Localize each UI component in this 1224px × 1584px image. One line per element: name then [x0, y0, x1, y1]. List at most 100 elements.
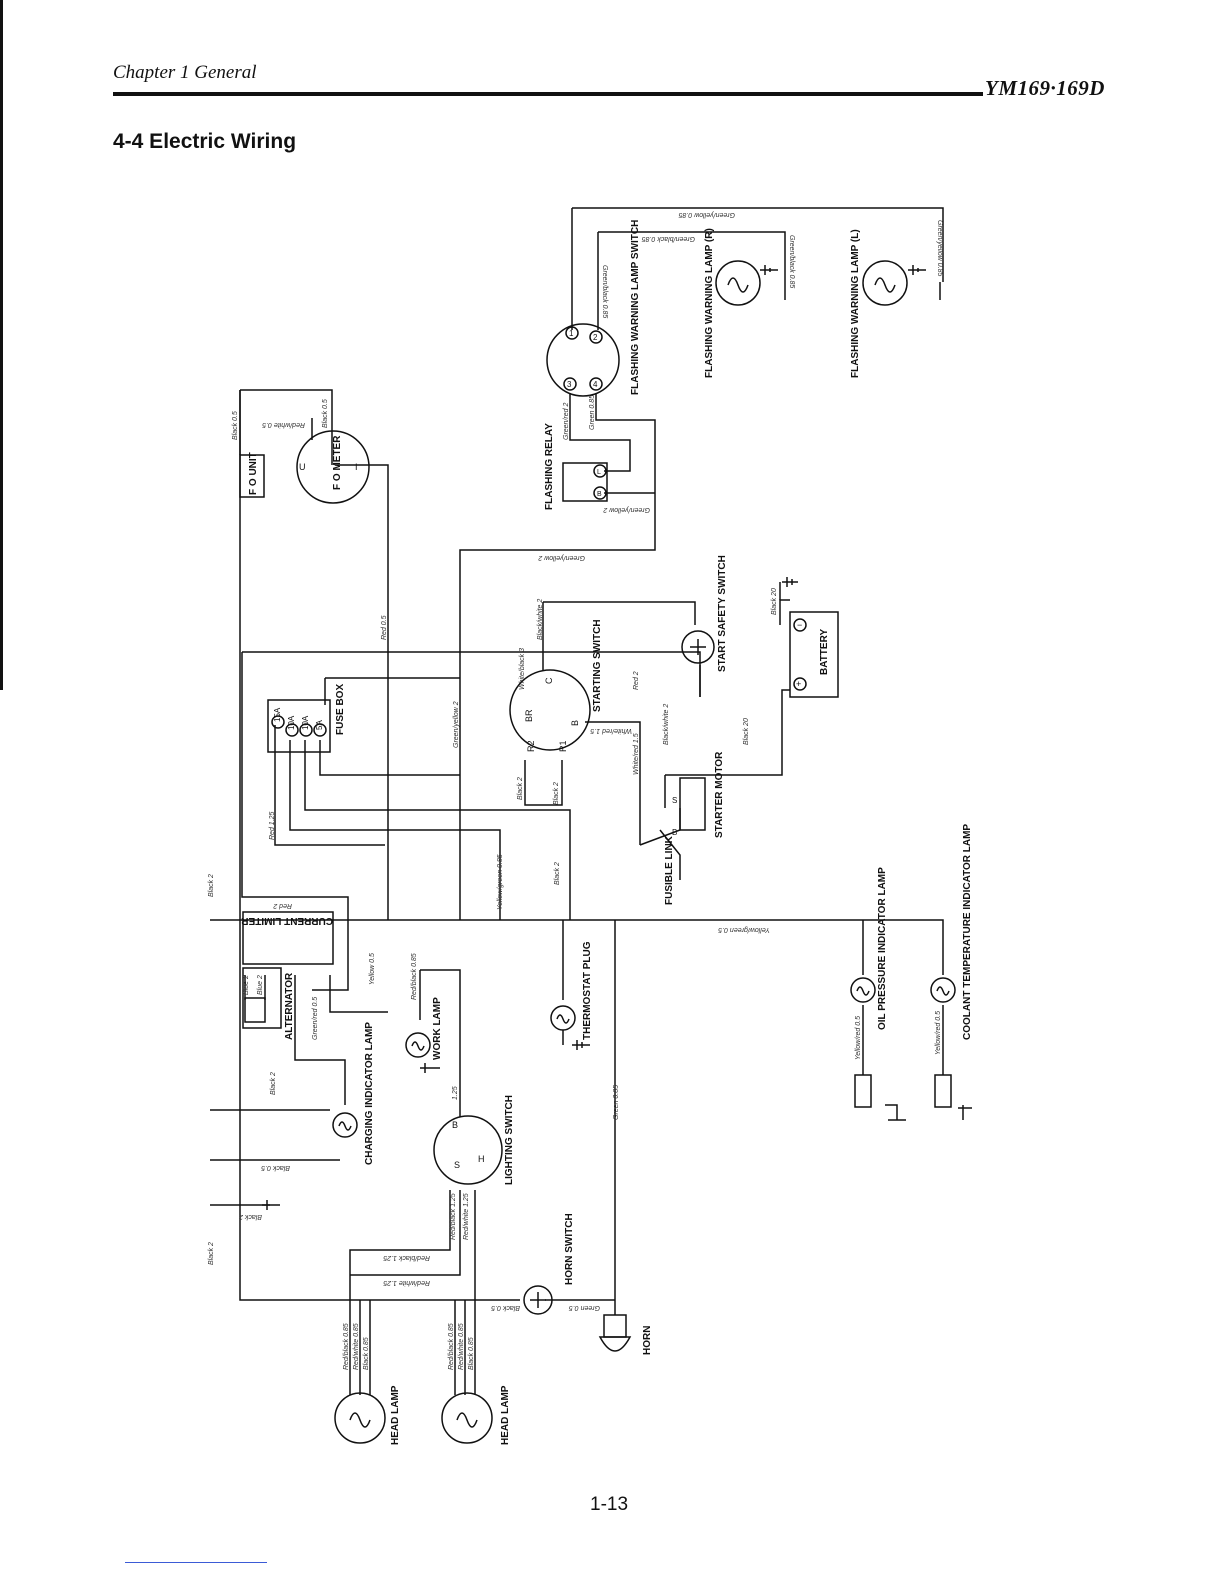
flash-lamp-r-label: FLASHING WARNING LAMP (R) [704, 228, 715, 378]
ls-terminal-s: S [454, 1160, 460, 1170]
current-limiter-label: CURRENT LIMITER [241, 915, 333, 926]
wire-label: Black 20 [743, 718, 750, 745]
wire-label: Black 2 [270, 1072, 277, 1095]
fuse-10a-2: 10A [301, 715, 310, 730]
wire-label: Yellow/green 0.85 [497, 854, 504, 910]
head-lamp-left: HEAD LAMP [334, 1385, 401, 1445]
wire-label: 1.25 [452, 1086, 459, 1100]
page-edge-bar [0, 0, 3, 690]
wire-label: Black 2 [554, 862, 561, 885]
wire-label: Green/black 0.85 [601, 265, 608, 318]
fuse-box-label: FUSE BOX [335, 684, 346, 735]
fo-unit: F O UNIT [239, 452, 265, 498]
footer-rule [125, 1562, 267, 1563]
coolant-temp-lamp: COOLANT TEMPERATURE INDICATOR LAMP [930, 824, 973, 1108]
sm-terminal-s: S [672, 796, 677, 805]
fuse-box: 15A 10A 10A 5A FUSE BOX [267, 684, 346, 753]
wire-label: Black 0.5 [491, 1304, 520, 1311]
starter-motor: S B STARTER MOTOR [672, 751, 725, 838]
wire-labels: Green/yellow 0.85 Green/black 0.85 Green… [208, 211, 943, 1370]
fuse-5a: 5A [315, 720, 324, 730]
wire-label: Red/white 0.85 [458, 1323, 465, 1370]
wire-label: Yellow 0.5 [369, 953, 376, 985]
fo-meter: U I F O METER [296, 430, 370, 504]
sw-terminal-2: 2 [593, 333, 598, 342]
st-terminal-r1: R1 [558, 740, 568, 752]
wire-label: Red 2 [273, 902, 292, 909]
wire-label: Yellow/green 0.5 [718, 926, 770, 933]
wire-label: Blue 2 [243, 975, 250, 995]
wire-label: Yellow/red 0.5 [855, 1016, 862, 1060]
wire-label: Green/yellow 2 [603, 506, 650, 513]
fo-meter-label: F O METER [332, 435, 343, 490]
start-safety-switch: START SAFETY SWITCH [681, 555, 728, 672]
wire-label: Red/black 1.25 [450, 1193, 457, 1240]
battery: − + BATTERY [789, 611, 839, 698]
wire-label: Green/yellow 2 [453, 701, 460, 748]
charging-lamp-label: CHARGING INDICATOR LAMP [364, 1022, 375, 1165]
battery-negative: − [797, 620, 802, 630]
flash-lamp-l-label: FLASHING WARNING LAMP (L) [850, 229, 861, 378]
wire-label: Black 0.85 [468, 1337, 475, 1370]
sw-terminal-4: 4 [593, 380, 598, 389]
coolant-lamp-label: COOLANT TEMPERATURE INDICATOR LAMP [962, 824, 973, 1040]
wire-label: Red/white 0.5 [262, 421, 305, 428]
wire-label: Red/white 1.25 [383, 1279, 430, 1286]
wire-label: Black 2 [208, 1242, 215, 1265]
flashing-warning-switch: 1 2 3 4 FLASHING WARNING LAMP SWITCH [546, 220, 641, 397]
lighting-switch: B S H LIGHTING SWITCH [433, 1095, 515, 1185]
thermostat-label: THERMOSTAT PLUG [582, 941, 593, 1040]
fuse-10a-1: 10A [287, 715, 296, 730]
wire-label: Red/black 1.25 [383, 1254, 430, 1261]
wire-label: Black 2 [208, 874, 215, 897]
head-lamp-2-label: HEAD LAMP [500, 1385, 511, 1445]
meter-terminal-u: U [299, 462, 306, 472]
wire-label: White/black 3 [519, 648, 526, 690]
flashing-relay-label: FLASHING RELAY [544, 423, 555, 510]
horn-switch-label: HORN SWITCH [564, 1213, 575, 1285]
meter-terminal-i: I [355, 462, 358, 472]
horn-label: HORN [642, 1326, 653, 1355]
wire-label: Green/yellow 0.85 [678, 211, 735, 218]
page-number: 1-13 [590, 1494, 629, 1515]
st-terminal-r2: R2 [526, 740, 536, 752]
wire-label: Red 1.25 [269, 811, 276, 840]
sw-terminal-1: 1 [569, 329, 574, 338]
wire-label: Green 0.5 [569, 1304, 600, 1311]
horn-switch: HORN SWITCH [523, 1213, 575, 1315]
wire-label: Red/black 0.85 [448, 1323, 455, 1370]
wire-label: Black 0.5 [261, 1164, 290, 1171]
wire-label: Red/white 1.25 [463, 1193, 470, 1240]
wire-label: Black/white 2 [663, 704, 670, 745]
wires [210, 207, 944, 1395]
wire-label: Black/white 2 [537, 599, 544, 640]
relay-terminal-b: B [597, 491, 602, 498]
chapter-heading: Chapter 1 General [113, 62, 257, 83]
fuse-15a: 15A [273, 707, 282, 722]
charging-indicator-lamp: CHARGING INDICATOR LAMP [332, 1022, 375, 1165]
wire-label: Green/yellow 0.85 [936, 220, 943, 277]
st-terminal-br: BR [524, 709, 534, 722]
oil-lamp-label: OIL PRESSURE INDICATOR LAMP [877, 867, 888, 1030]
st-terminal-b: B [570, 720, 580, 726]
ls-terminal-h: H [478, 1154, 485, 1164]
wire-label: Black 2 [553, 782, 560, 805]
battery-positive: + [796, 679, 801, 689]
battery-label: BATTERY [819, 629, 830, 675]
flashing-lamp-right: FLASHING WARNING LAMP (R) [704, 228, 761, 378]
work-lamp-label: WORK LAMP [432, 997, 443, 1060]
wire-label: Black 0.5 [322, 399, 329, 428]
lighting-switch-label: LIGHTING SWITCH [504, 1095, 515, 1185]
flashing-lamp-left: FLASHING WARNING LAMP (L) [850, 229, 908, 378]
st-terminal-c: C [544, 677, 554, 684]
relay-terminal-l: L [597, 469, 601, 476]
wire-label: Blue 2 [257, 975, 264, 995]
wire-label: Black 2 [239, 1213, 262, 1220]
wire-label: White/red 1.5 [590, 727, 632, 734]
ls-terminal-b: B [452, 1120, 458, 1130]
sm-terminal-b: B [672, 828, 677, 837]
wire-label: Red/black 0.85 [411, 953, 418, 1000]
model-number: YM169·169D [985, 76, 1105, 100]
starting-switch-label: STARTING SWITCH [592, 619, 603, 712]
